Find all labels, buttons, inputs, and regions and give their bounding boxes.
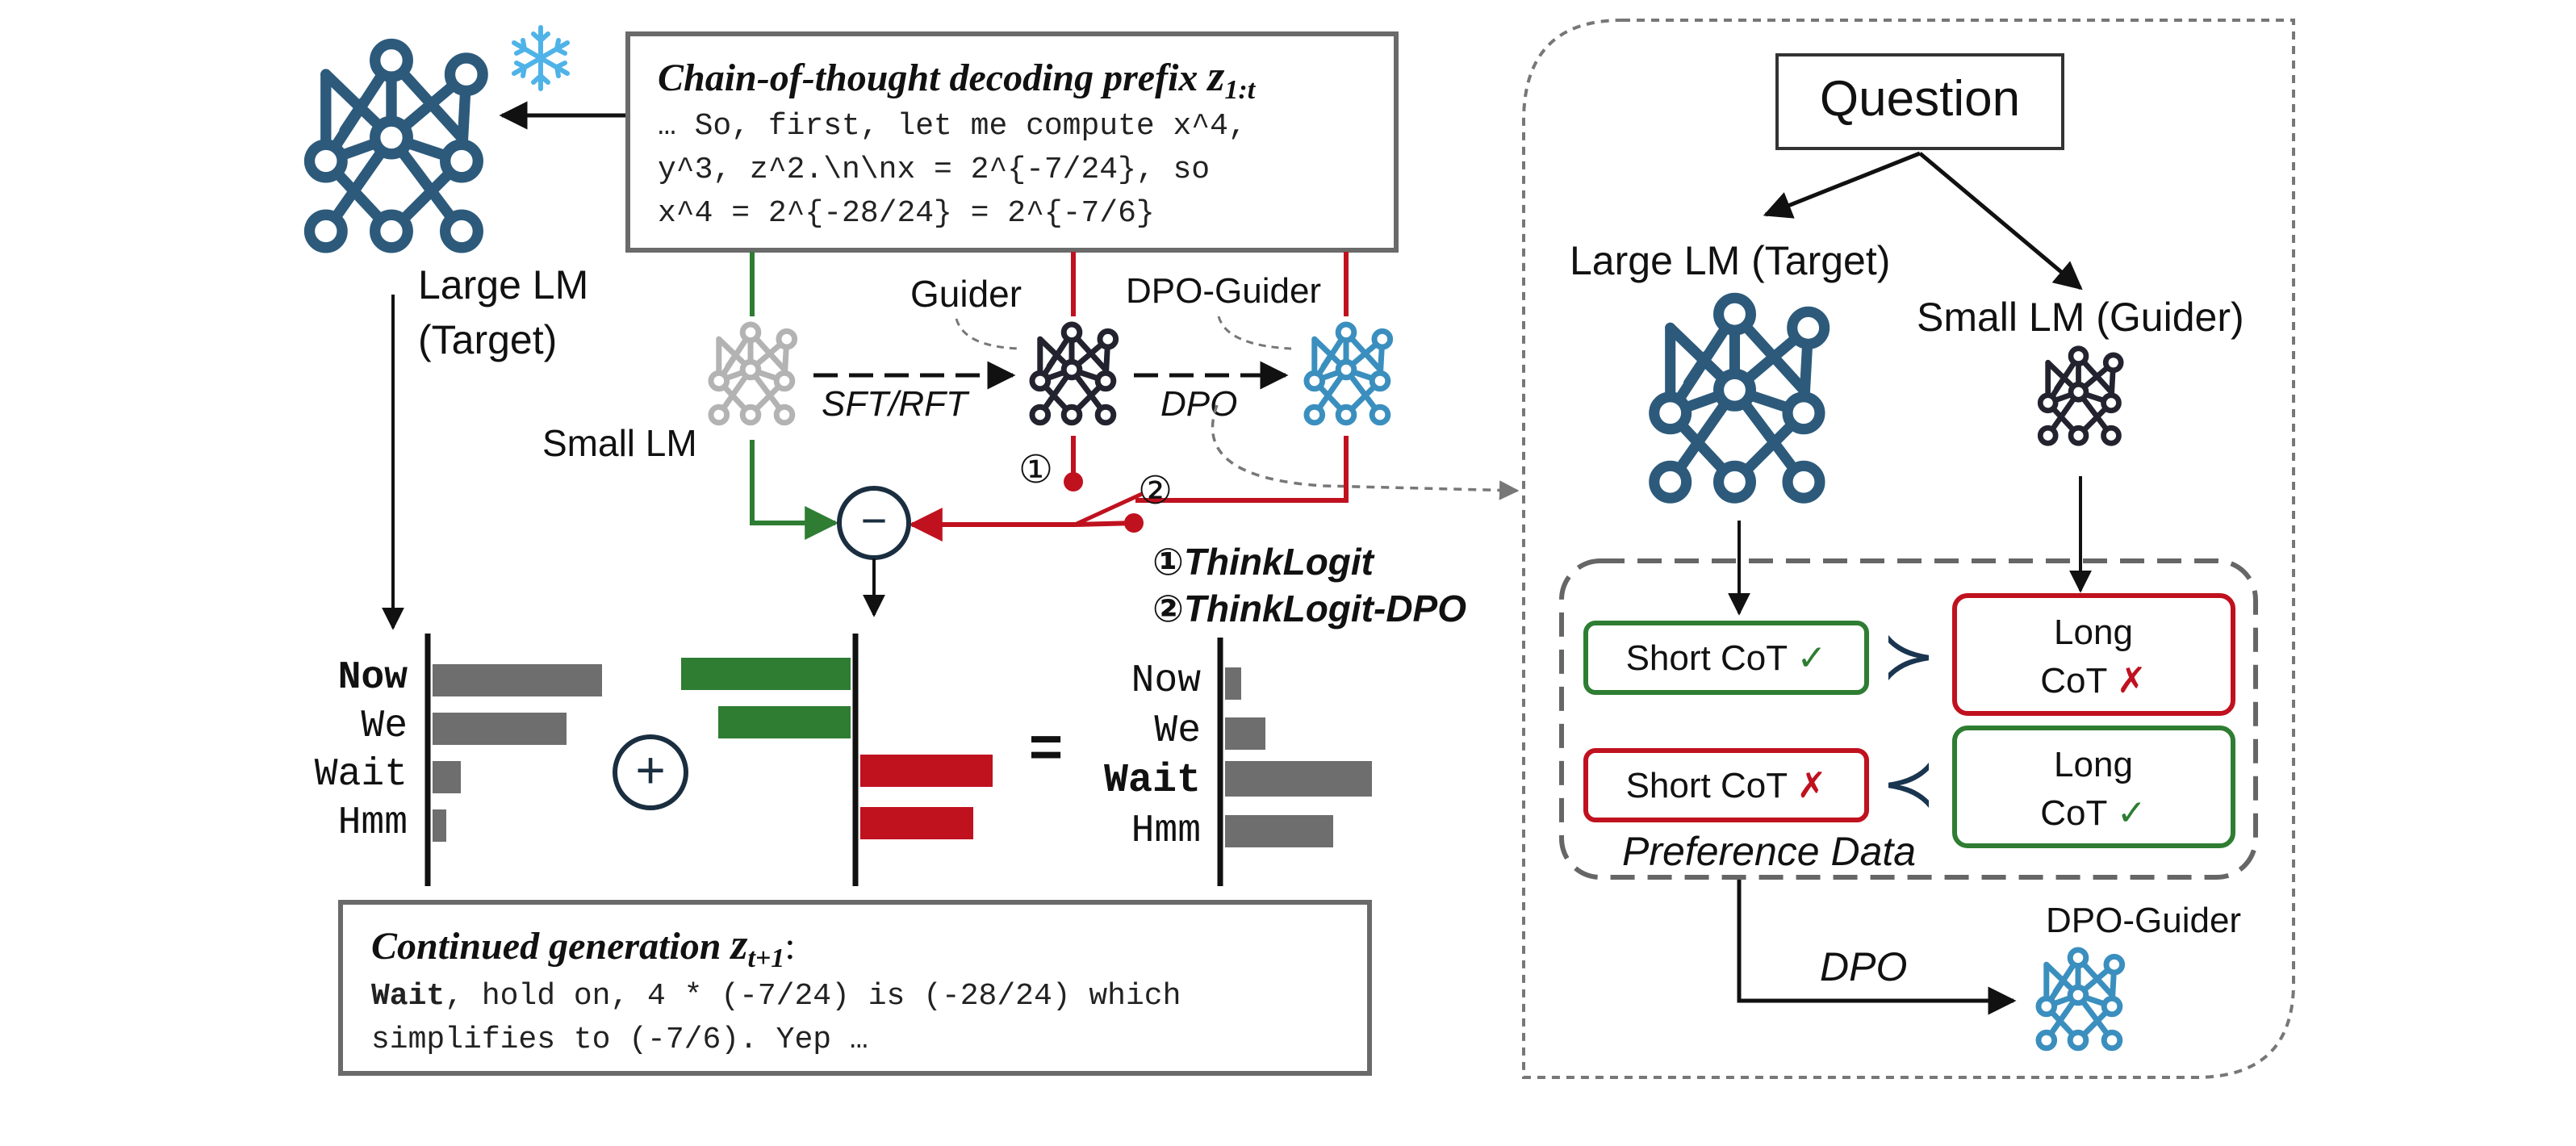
large-lm-label-line2: (Target) <box>418 317 557 362</box>
right-token-hmm: Hmm <box>1131 809 1201 853</box>
dpo-guider-dashed-pointer <box>1217 316 1292 350</box>
question-to-small-lm-arrow <box>1918 152 2083 291</box>
left-token-wait: Wait <box>315 753 408 797</box>
right-token-now: Now <box>1131 659 1202 703</box>
short-cot-bad-box <box>1583 748 1869 822</box>
right-dpo-guider-network-icon <box>2039 950 2122 1048</box>
left-bar-now <box>433 664 602 696</box>
minus-sign: − <box>861 495 888 546</box>
long-cot-bad-box <box>1952 593 2235 716</box>
long-cot-good-line2: CoT ✓ <box>2040 793 2146 833</box>
left-token-we: We <box>361 705 408 748</box>
long-cot-bad-line1: Long <box>2054 613 2133 652</box>
preference-curly-icon: ≻ <box>1881 620 1935 692</box>
long-cot-bad-line2: CoT ✗ <box>2040 661 2146 701</box>
short-cot-good-box <box>1583 621 1869 695</box>
continued-line-2: simplifies to (-7/6). Yep … <box>371 1023 868 1057</box>
preference-curly-icon: ≺ <box>1881 747 1935 819</box>
right-small-lm-network-icon <box>2040 349 2121 443</box>
right-token-we: We <box>1154 709 1201 753</box>
continued-generation-box <box>338 900 1372 1076</box>
snowflake-icon <box>512 25 570 91</box>
switch-arm <box>1074 521 1135 527</box>
dpo-guider-label: DPO-Guider <box>1126 271 1321 311</box>
method-thinklogit: ①ThinkLogit <box>1152 541 1375 583</box>
preference-data-box <box>1559 558 2258 880</box>
left-bar-we <box>433 713 567 745</box>
prefix-box <box>625 31 1399 253</box>
right-large-lm-network-icon <box>1654 298 1825 498</box>
method-thinklogit-dpo: ②ThinkLogit-DPO <box>1152 588 1466 629</box>
prefix-title: Chain-of-thought decoding prefix z1:t <box>658 52 1257 105</box>
guider-network-icon <box>1032 324 1116 423</box>
short-cot-good-text: Short CoT ✓ <box>1626 638 1827 678</box>
guider-label: Guider <box>910 273 1022 315</box>
guider-dashed-pointer <box>955 318 1022 350</box>
prefix-line-3: x^4 = 2^{-28/24} = 2^{-7/6} <box>658 196 1155 231</box>
right-small-lm-label: Small LM (Guider) <box>1917 295 2244 340</box>
small-lm-label: Small LM <box>542 422 697 464</box>
to-right-panel-dashed-arrow <box>1211 404 1520 500</box>
plus-sign: + <box>635 741 665 799</box>
question-to-large-lm-arrow <box>1763 151 1921 219</box>
middle-bar-wait <box>860 755 993 787</box>
left-bar-wait <box>433 761 461 793</box>
long-cot-good-line1: Long <box>2054 745 2133 784</box>
middle-bar-we <box>718 706 851 738</box>
preference-data-label: Preference Data <box>1622 829 1916 874</box>
short-cot-bad-text: Short CoT ✗ <box>1626 766 1827 805</box>
right-token-wait: Wait <box>1104 758 1201 804</box>
dpo-guider-network-icon <box>1307 324 1390 423</box>
check-mark-icon: ✓ <box>2117 793 2147 833</box>
switch-label-1: ① <box>1018 449 1053 491</box>
middle-bar-now <box>681 658 851 690</box>
cross-mark-icon: ✗ <box>1797 766 1827 805</box>
right-large-lm-label: Large LM (Target) <box>1570 238 1890 283</box>
continued-line-1: Wait, hold on, 4 * (-7/24) is (-28/24) w… <box>371 979 1181 1014</box>
switch-contact-1 <box>1064 472 1083 491</box>
switch-lever <box>1073 491 1144 527</box>
right-bar-wait <box>1225 761 1372 797</box>
small-lm-network-icon <box>711 324 795 423</box>
switch-label-2: ② <box>1138 470 1173 512</box>
dpo-label-left: DPO <box>1160 384 1237 424</box>
large-lm-label-line1: Large LM <box>418 262 588 307</box>
dpo-guider-to-contact-2-line <box>1135 436 1349 503</box>
continued-title: Continued generation zt+1: <box>371 920 796 973</box>
plus-operator <box>613 734 688 810</box>
right-bar-now <box>1225 667 1241 700</box>
middle-bar-hmm <box>860 807 973 839</box>
check-mark-icon: ✓ <box>1797 638 1827 678</box>
sft-rft-label: SFT/RFT <box>822 384 970 424</box>
cross-mark-icon: ✗ <box>2117 661 2147 701</box>
question-box <box>1775 53 2064 150</box>
prefix-line-1: … So, first, let me compute x^4, <box>658 109 1247 144</box>
left-token-now: Now <box>338 656 408 700</box>
right-bar-we <box>1225 717 1265 750</box>
right-dpo-guider-label: DPO-Guider <box>2046 901 2241 940</box>
left-bar-hmm <box>433 809 446 842</box>
right-dpo-label: DPO <box>1820 944 1907 989</box>
data-to-dpo-guider-arrow <box>1737 880 2017 1015</box>
prefix-line-2: y^3, z^2.\n\nx = 2^{-7/24}, so <box>658 153 1210 187</box>
left-token-hmm: Hmm <box>338 801 408 845</box>
long-cot-good-box <box>1952 726 2235 848</box>
large-lm-network-icon <box>310 44 483 248</box>
right-bar-hmm <box>1225 815 1333 847</box>
right-panel-border <box>1522 19 2295 1079</box>
question-label: Question <box>1820 71 2020 127</box>
small-lm-to-minus-path <box>750 440 839 540</box>
equals-sign: = <box>1029 715 1063 780</box>
minus-operator <box>837 486 911 560</box>
